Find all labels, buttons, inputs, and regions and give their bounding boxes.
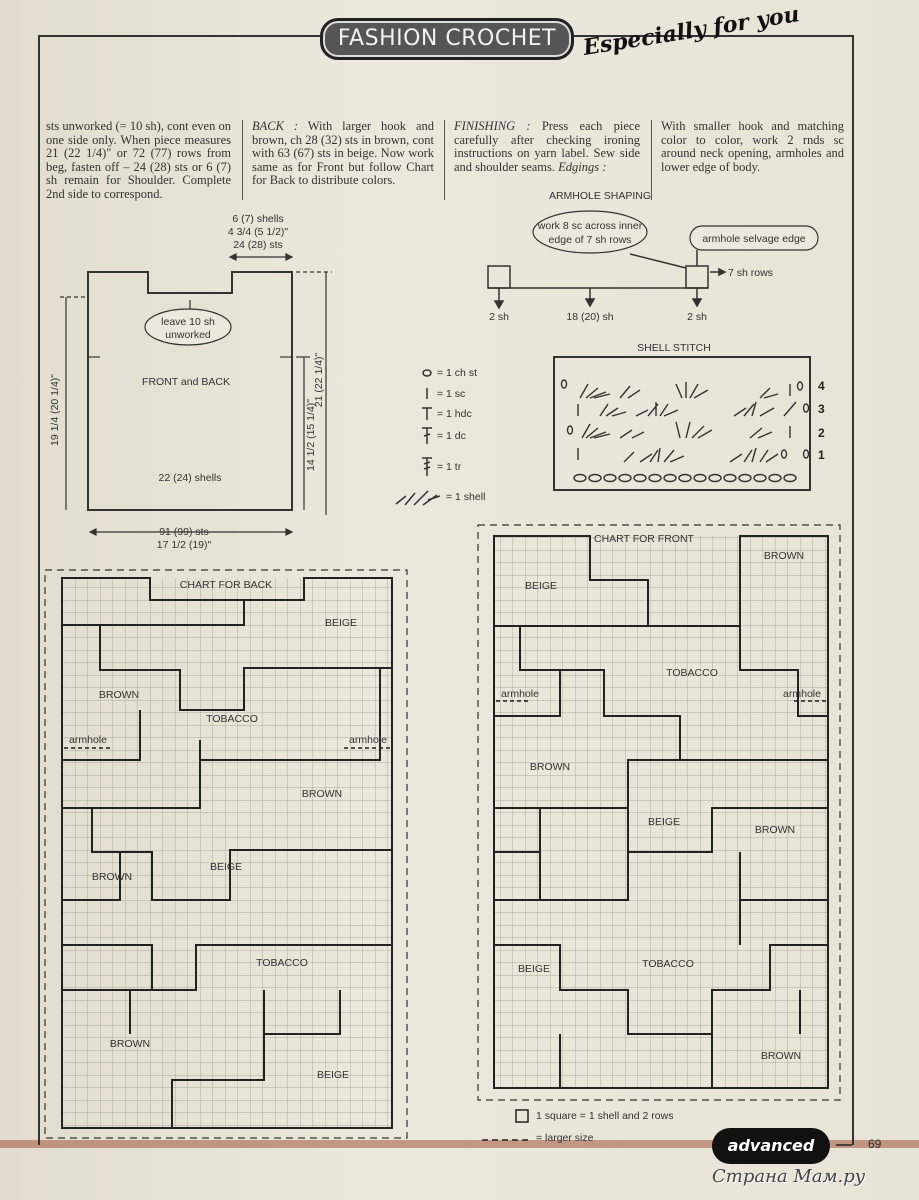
- back-heading: BACK :: [252, 119, 299, 133]
- front-label-beige-1: BEIGE: [525, 580, 557, 592]
- front-armhole-left: armhole: [501, 688, 539, 700]
- shell-row-2: [566, 421, 791, 439]
- column-2-text: With larger hook and brown, ch 28 (32) s…: [252, 119, 435, 187]
- column-3-text: Press each piece carefully after checkin…: [454, 119, 641, 174]
- edgings-heading: Edgings :: [555, 159, 607, 174]
- back-armhole-left: armhole: [69, 734, 107, 746]
- shell-row-1: [577, 447, 810, 463]
- armhole-bubble: [532, 210, 648, 254]
- legend-dash-label: = larger size: [536, 1132, 594, 1144]
- site-watermark: Страна Мам.ру: [712, 1166, 866, 1187]
- chart-back-title: CHART FOR BACK: [180, 579, 272, 591]
- armhole-bubble-2: edge of 7 sh rows: [549, 234, 632, 246]
- chart-for-back: [44, 569, 408, 1139]
- top-inches-label: 4 3/4 (5 1/2)": [228, 226, 289, 238]
- back-label-brown-2: BROWN: [302, 788, 342, 800]
- outer-height-label: 21 (22 1/4)": [313, 352, 325, 407]
- shell-stitch-symbols: [560, 379, 810, 483]
- armhole-right-label: 2 sh: [687, 311, 707, 323]
- column-divider: [444, 120, 445, 200]
- back-label-brown-4: BROWN: [110, 1038, 150, 1050]
- right-rule: [852, 35, 854, 1145]
- leave-sh-bubble: [144, 308, 232, 346]
- front-label-brown-top: BROWN: [764, 550, 804, 562]
- legend-square-label: 1 square = 1 shell and 2 rows: [536, 1110, 673, 1122]
- key-ch-st: = 1 ch st: [437, 367, 477, 379]
- left-rule: [38, 35, 40, 1145]
- armhole-left-label: 2 sh: [489, 311, 509, 323]
- page-number: 69: [868, 1137, 882, 1151]
- foundation-chain: [573, 473, 797, 483]
- back-label-brown-3: BROWN: [92, 871, 132, 883]
- left-height-label: 19 1/4 (20 1/4)": [49, 374, 61, 446]
- front-label-brown-4: BROWN: [761, 1050, 801, 1062]
- column-1-text: sts unworked (= 10 sh), cont even on one…: [46, 119, 231, 201]
- front-label-beige-3: BEIGE: [518, 963, 550, 975]
- back-label-beige-3: BEIGE: [317, 1069, 349, 1081]
- row-number-4: 4: [818, 379, 825, 393]
- front-armhole-right: armhole: [783, 688, 821, 700]
- text-column-3: FINISHING : Press each piece carefully a…: [454, 119, 641, 174]
- text-column-4: With smaller hook and matching color to …: [661, 119, 844, 174]
- shell-stitch-title: SHELL STITCH: [637, 342, 711, 354]
- back-label-beige-top: BEIGE: [325, 617, 357, 629]
- legend-square-icon: [515, 1109, 529, 1123]
- key-hdc: = 1 hdc: [437, 408, 472, 420]
- back-label-brown-1: BROWN: [99, 689, 139, 701]
- armhole-diagram: [487, 250, 727, 310]
- back-label-tobacco-2: TOBACCO: [256, 957, 308, 969]
- shell-row-3: [577, 401, 810, 417]
- armhole-bubble-1: work 8 sc across inner: [537, 220, 643, 232]
- front-label-brown-2: BROWN: [530, 761, 570, 773]
- key-sc: = 1 sc: [437, 388, 465, 400]
- chart-for-front: [477, 524, 841, 1101]
- width-sts-label: 91 (99) sts: [159, 526, 209, 538]
- front-label-brown-3: BROWN: [755, 824, 795, 836]
- front-back-schematic: [87, 271, 293, 511]
- column-divider: [242, 120, 243, 200]
- selvage-bubble: [689, 225, 819, 251]
- symbol-key-glyphs: [395, 369, 441, 506]
- row-number-1: 1: [818, 448, 825, 462]
- key-shell: = 1 shell: [446, 491, 485, 503]
- bottom-edge-strip: [0, 1140, 919, 1148]
- inner-height-label: 14 1/2 (15 1/4)": [305, 399, 317, 471]
- armhole-title: ARMHOLE SHAPING: [549, 190, 651, 202]
- chart-front-title: CHART FOR FRONT: [594, 533, 695, 545]
- shell-stitch-box: [553, 356, 811, 491]
- row-number-3: 3: [818, 402, 825, 416]
- text-column-1: sts unworked (= 10 sh), cont even on one…: [46, 119, 231, 201]
- banner-title: FASHION CROCHET: [337, 26, 557, 51]
- front-label-beige-2: BEIGE: [648, 816, 680, 828]
- column-4-text: With smaller hook and matching color to …: [661, 119, 844, 174]
- armhole-middle-label: 18 (20) sh: [566, 311, 613, 323]
- column-divider: [651, 120, 652, 200]
- width-inches-label: 17 1/2 (19)": [157, 539, 212, 551]
- back-label-beige-2: BEIGE: [210, 861, 242, 873]
- top-shells-label: 6 (7) shells: [232, 213, 283, 225]
- bottom-shells-label: 22 (24) shells: [158, 472, 221, 484]
- finishing-heading: FINISHING :: [454, 119, 531, 133]
- difficulty-badge: advanced: [712, 1128, 830, 1164]
- selvage-label: armhole selvage edge: [702, 233, 805, 245]
- bubble-line-1: leave 10 sh: [161, 316, 215, 328]
- sh-rows-label: 7 sh rows: [728, 267, 773, 279]
- front-back-label: FRONT and BACK: [142, 376, 230, 388]
- section-banner: FASHION CROCHET: [320, 18, 574, 60]
- bubble-line-2: unworked: [165, 329, 211, 341]
- row-number-2: 2: [818, 426, 825, 440]
- back-armhole-right: armhole: [349, 734, 387, 746]
- key-tr: = 1 tr: [437, 461, 462, 473]
- back-label-tobacco-1: TOBACCO: [206, 713, 258, 725]
- key-dc: = 1 dc: [437, 430, 466, 442]
- top-sts-label: 24 (28) sts: [233, 239, 283, 251]
- front-label-tobacco-2: TOBACCO: [642, 958, 694, 970]
- shell-row-4: [560, 379, 804, 399]
- front-label-tobacco-1: TOBACCO: [666, 667, 718, 679]
- text-column-2: BACK : With larger hook and brown, ch 28…: [252, 119, 435, 188]
